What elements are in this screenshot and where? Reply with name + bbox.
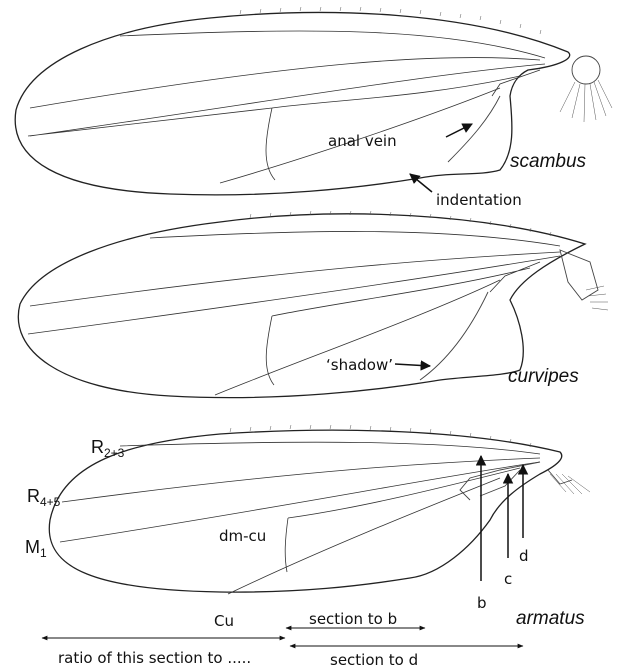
vein-label-r23: R2+3 bbox=[91, 437, 125, 460]
anal-vein bbox=[448, 96, 500, 162]
vein-label-m1: M1 bbox=[25, 537, 47, 560]
wing-veins bbox=[28, 231, 560, 395]
wing-outline bbox=[15, 12, 569, 194]
vein-label-r45: R4+5 bbox=[27, 486, 61, 509]
measurement-ratio-section: ratio of this section to ..... bbox=[42, 638, 285, 667]
wing-base-curvipes bbox=[560, 250, 608, 310]
wing-curvipes: ‘shadow’ curvipes bbox=[18, 211, 608, 398]
shadow-vein bbox=[420, 292, 488, 380]
section-to-d-label: section to d bbox=[330, 651, 418, 667]
species-label-scambus: scambus bbox=[510, 151, 587, 172]
ratio-label: ratio of this section to ..... bbox=[58, 649, 251, 667]
wing-base-scambus bbox=[560, 56, 612, 122]
anal-vein-label: anal vein bbox=[328, 132, 397, 150]
wing-veins bbox=[60, 442, 540, 594]
point-label-c: c bbox=[504, 570, 512, 588]
shadow-arrow bbox=[395, 364, 430, 366]
costal-hairs bbox=[230, 425, 531, 447]
wing-outline bbox=[18, 214, 585, 398]
species-label-armatus: armatus bbox=[516, 608, 585, 629]
measurement-section-to-b: section to b bbox=[286, 610, 425, 628]
wing-veins bbox=[28, 31, 545, 183]
vein-label-dmcu: dm-cu bbox=[219, 527, 266, 545]
anal-vein-arrow bbox=[446, 124, 472, 137]
wing-outline bbox=[49, 430, 561, 592]
wing-armatus: R2+3 R4+5 M1 dm-cu Cu b c d armatus bbox=[25, 425, 590, 630]
measurement-section-to-d: section to d bbox=[290, 646, 523, 667]
wing-base-armatus bbox=[548, 470, 590, 494]
vein-label-cu: Cu bbox=[214, 612, 234, 630]
species-label-curvipes: curvipes bbox=[508, 366, 579, 387]
indentation-label: indentation bbox=[436, 191, 522, 209]
section-to-b-label: section to b bbox=[309, 610, 397, 628]
shadow-label: ‘shadow’ bbox=[326, 356, 393, 374]
point-label-d: d bbox=[519, 547, 529, 565]
point-label-b: b bbox=[477, 594, 487, 612]
wing-scambus: anal vein indentation scambus bbox=[15, 7, 612, 209]
